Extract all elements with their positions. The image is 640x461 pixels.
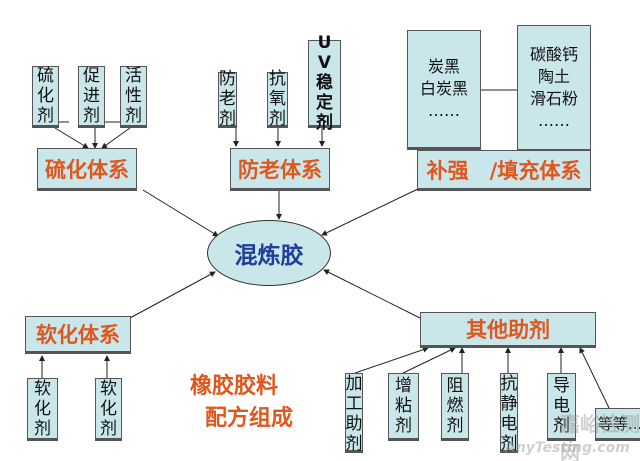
vulcanizing-agent-box: 硫化剂 [32, 66, 59, 128]
watermark-en: AnyTesting.com [505, 440, 630, 456]
item-label: 活性剂 [125, 66, 142, 126]
item-label: 加工助剂 [345, 374, 363, 454]
antistatic-agent-box: 抗静电剂 [500, 373, 518, 454]
item-label: 等等.... [598, 415, 640, 433]
item-label: 增粘剂 [395, 376, 412, 436]
conductive-agent-box: 导电剂 [547, 373, 576, 441]
mixed-rubber-ellipse: 混炼胶 [207, 220, 331, 286]
vulcanization-system-box: 硫化体系 [37, 148, 137, 191]
softener-box: 软化剂 [95, 378, 122, 441]
system-label: 硫化体系 [45, 157, 129, 182]
item-label: UV稳定剂 [315, 33, 333, 133]
flame-retardant-box: 阻燃剂 [441, 373, 469, 441]
item-label: 抗静电剂 [500, 374, 518, 454]
antioxygen-box: 抗氧剂 [267, 69, 288, 129]
item-label: 碳酸钙 陶土 滑石粉 …… [529, 44, 578, 130]
tackifier-box: 增粘剂 [388, 373, 419, 441]
item-label: 阻燃剂 [446, 376, 464, 436]
item-label: 硫化剂 [37, 66, 54, 126]
system-label: 软化体系 [36, 323, 120, 347]
item-label: 促进剂 [83, 66, 100, 126]
item-label: 抗氧剂 [269, 69, 286, 129]
watermark-cn: 嘉峪检测网 [560, 412, 640, 461]
calcium-carbonate-box: 碳酸钙 陶土 滑石粉 …… [517, 25, 591, 152]
title-line2: 配方组成 [205, 406, 294, 431]
etc-box: 等等.... [595, 408, 640, 441]
uv-stabilizer-box: UV稳定剂 [308, 33, 341, 133]
system-label: 其他助剂 [466, 318, 550, 342]
activator-box: 活性剂 [120, 66, 147, 128]
processing-aid-box: 加工助剂 [345, 373, 363, 454]
other-additives-box: 其他助剂 [420, 312, 596, 348]
reinforcing-system-box: 补强 /填充体系 [417, 150, 591, 191]
system-label: 防老体系 [238, 157, 322, 182]
item-label: 防老剂 [219, 69, 236, 129]
softener-box: 软化剂 [27, 378, 58, 441]
carbon-black-box: 炭黑 白炭黑 …… [407, 30, 481, 150]
system-label: 补强 /填充体系 [426, 158, 582, 183]
item-label: 软化剂 [100, 378, 117, 439]
softening-system-box: 软化体系 [25, 316, 131, 354]
item-label: 导电剂 [553, 376, 570, 436]
item-label: 炭黑 白炭黑 …… [419, 57, 468, 120]
item-label: 软化剂 [34, 378, 51, 439]
antioxidant-box: 防老剂 [218, 69, 237, 129]
title-line1: 橡胶胶料 [190, 374, 279, 399]
center-label: 混炼胶 [234, 243, 304, 269]
accelerator-box: 促进剂 [78, 66, 105, 128]
antiaging-system-box: 防老体系 [230, 148, 330, 191]
